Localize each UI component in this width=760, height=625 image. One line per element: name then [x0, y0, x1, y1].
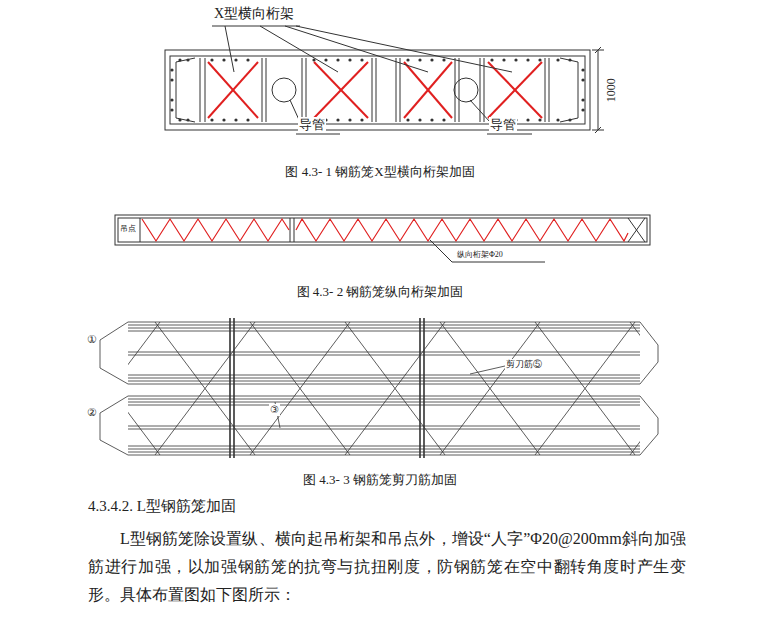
zigzag-truss — [142, 219, 289, 241]
leader-lines — [212, 26, 604, 134]
dimension: 1000 — [604, 78, 618, 102]
callout-number: 剪刀筋⑤ — [505, 359, 543, 370]
figure-caption: 图 4.3- 3 钢筋笼剪刀筋加固 — [303, 472, 457, 488]
figure-caption: 图 4.3- 1 钢筋笼X型横向桁架加固 — [285, 164, 474, 180]
part-label: 纵向桁架Φ20 — [456, 250, 504, 260]
cage-section — [165, 50, 590, 130]
leader-lines — [430, 240, 545, 262]
body-paragraph: L型钢筋笼除设置纵、横向起吊桁架和吊点外，增设“人字”Φ20@200mm斜向加强… — [88, 525, 686, 609]
section-heading: 4.3.4.2. L型钢筋笼加固 — [88, 497, 236, 515]
truss-label: X型横向桁架 — [213, 6, 295, 23]
pipe-label: 导管 — [489, 117, 517, 133]
figure-caption: 图 4.3- 2 钢筋笼纵向桁架加固 — [297, 284, 464, 300]
callout-number: ② — [86, 406, 98, 419]
zigzag-truss — [296, 219, 628, 241]
x-truss — [208, 62, 542, 118]
part-label: 吊点 — [120, 224, 136, 234]
pipe-label: 导管 — [298, 117, 326, 133]
callout-number: ③ — [269, 404, 280, 416]
long-truss — [115, 215, 650, 245]
scissor-cage — [60, 318, 730, 458]
rebar-dots — [170, 58, 584, 121]
callout-number: ① — [86, 333, 98, 346]
